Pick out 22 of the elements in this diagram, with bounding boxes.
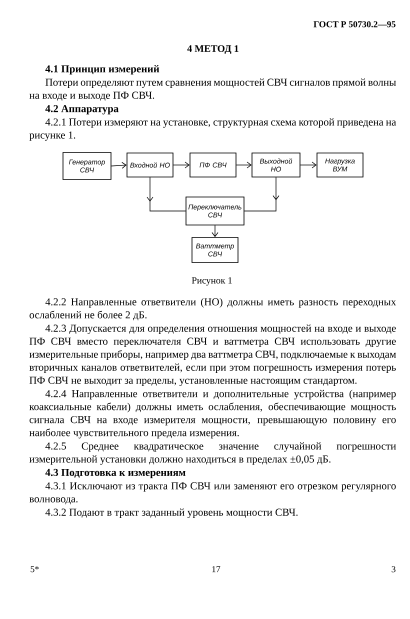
arrow [236,162,252,168]
title: 4 МЕТОД 1 [187,45,238,54]
arrow [111,162,127,169]
arrow [300,162,317,168]
footnote-mark: 5* [30,566,39,572]
section-heading: 4.1 Принцип измерений [45,65,160,75]
figure-caption: Рисунок 1 [192,277,232,286]
document-number: ГОСТ Р 50730.2—95 [314,21,396,28]
arrow [173,162,190,168]
paragraph: 4.2.4 Направленные ответвители и дополнительные устройства (например коаксиальные кабели) должны иметь ослабления, обеспечивающие мощность сигнала СВЧ на входе измерителя мощности, превышающую половину его наиболее чувствительного предела измерения. [29,390,396,438]
paragraph: 4.3.1 Исключают из тракта ПФ СВЧ или заменяют его отрезком регулярного волновода. [29,482,396,504]
page-number: 17 [212,566,220,572]
paragraph: 4.2.5 Среднее квадратическое значение случайной погрешности измерительной установки должно находиться в пределах ±0,05 дБ. [29,442,396,465]
section-heading: 4.3 Подготовка к измерениям [45,468,186,478]
section-heading: 4.2 Аппаратура [45,105,119,114]
paragraph: Потери определяют путем сравнения мощностей СВЧ сигналов прямой волны на входе и выходе ПФ СВЧ. [29,78,396,101]
page-number: 3 [392,566,396,572]
paragraph: 4.2.2 Направленные ответвители (НО) должны иметь разность переходных ослаблений не более 2 дБ. [30,298,396,320]
paragraph: 4.2.3 Допускается для определения отношения мощностей на входе и выходе ПФ СВЧ вместо переключателя СВЧ и ваттметра СВЧ использовать другие измерительные приборы, например два ваттметра СВЧ, подключаемые к выходам вторичных каналов ответвителей, если при этом погрешность измерения потерь ПФ СВЧ не выходит за пределы, установленные настоящим стандартом. [29,324,396,386]
arrow [212,225,218,238]
paragraph: 4.2.1 Потери измеряют на установке, структурная схема которой приведена на рисунке 1. [29,118,396,141]
paragraph: 4.3.2 Подают в тракт заданный уровень мощности СВЧ. [45,508,298,518]
